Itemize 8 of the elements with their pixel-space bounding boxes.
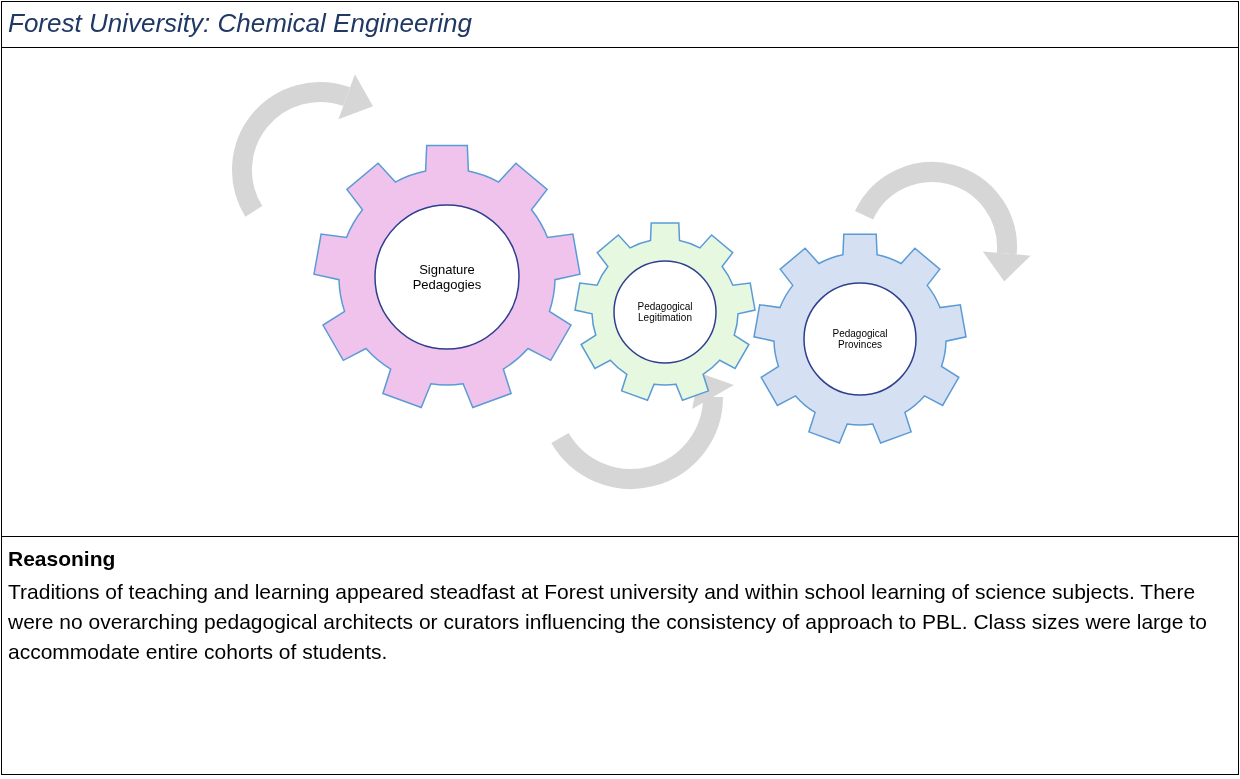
gear-label: Pedagogical Legitimation [636,301,694,323]
gear [752,231,968,447]
section-heading: Reasoning [8,547,116,571]
gear-label: Signature Pedagogies [411,262,483,292]
paragraph: Traditions of teaching and learning appeared steadfast at Forest university and within school learning of science subjects. There were no overarching pedagogical architects or curators influencing the consistency of approach to PBL. Class sizes were large to accommodate entire cohorts of students. [8,579,1208,665]
title: Forest University: Chemical Engineering [8,8,472,39]
gear [573,220,757,404]
gear-label: Pedagogical Provinces [831,328,889,350]
